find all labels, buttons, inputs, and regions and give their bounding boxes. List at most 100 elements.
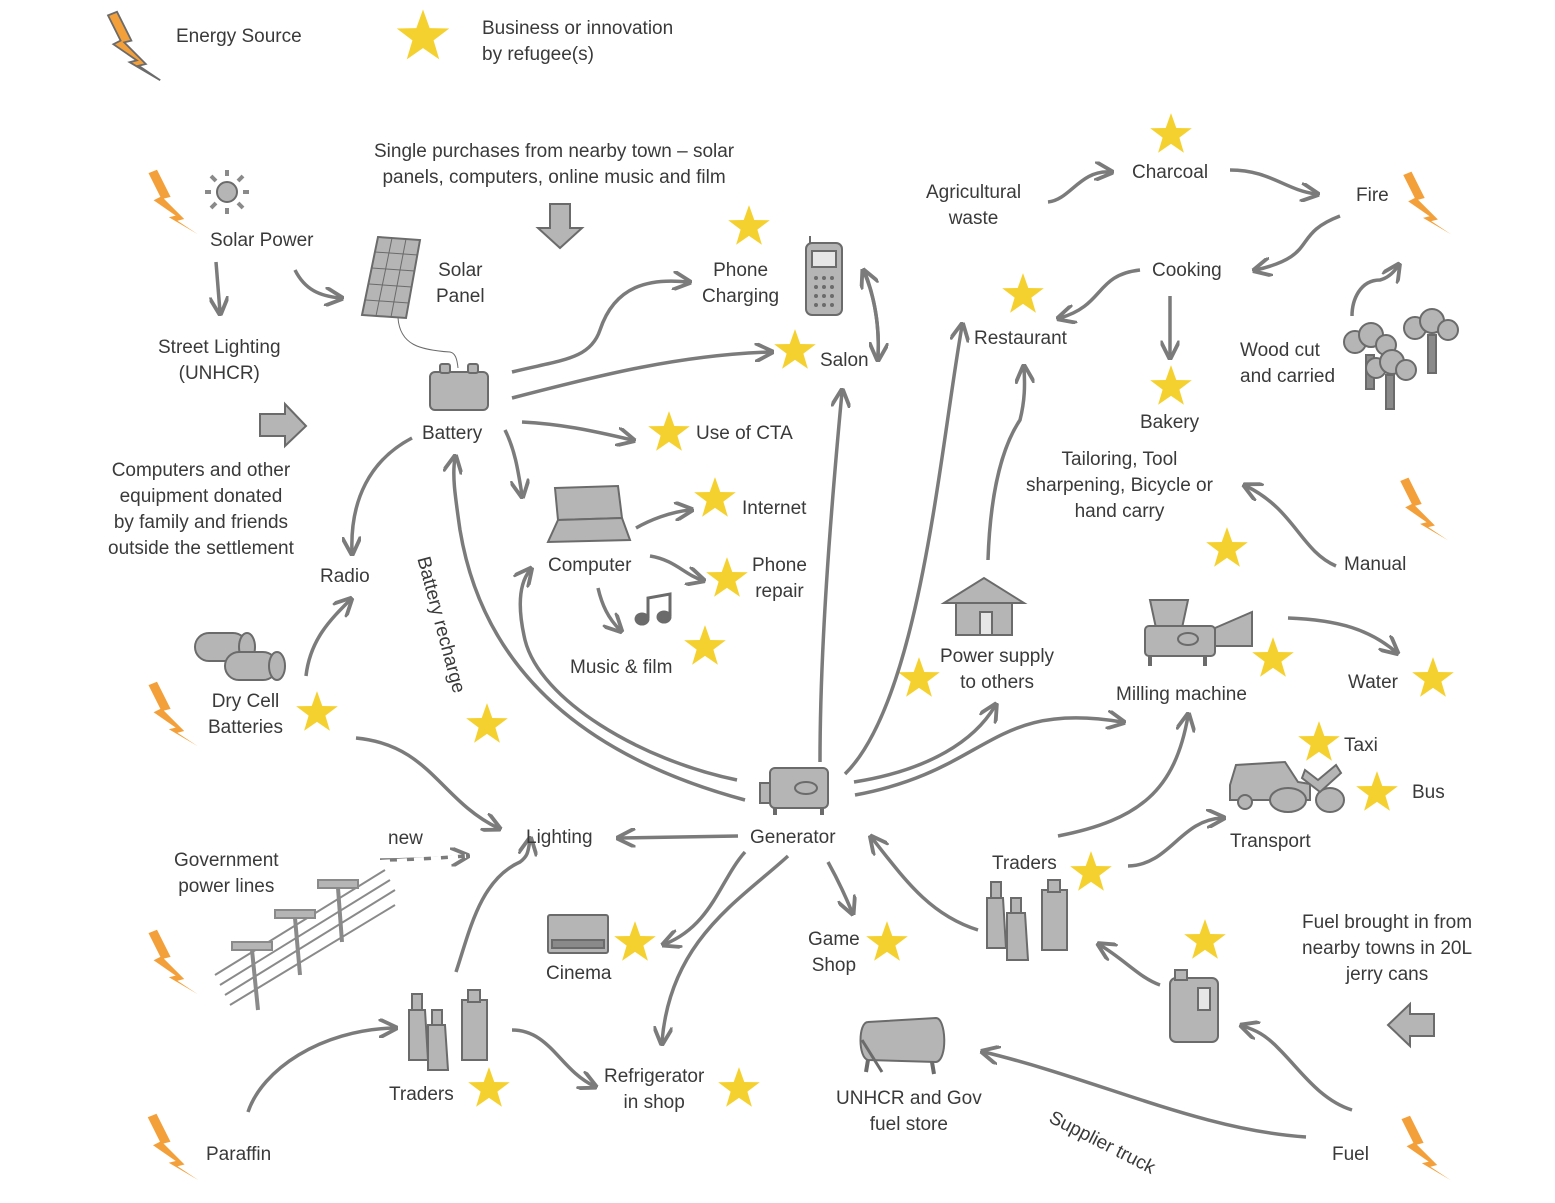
star-icon: [1252, 637, 1294, 677]
star-icon: [706, 557, 748, 597]
star-icon: [774, 329, 816, 369]
legend-business: Business or innovation by refugee(s): [482, 18, 674, 65]
fuel-brought-label: Fuel brought in from nearby towns in 20L…: [1302, 912, 1473, 985]
dashed-arrow-mask: [379, 854, 467, 864]
car-icon: [1229, 760, 1345, 813]
water-label: Water: [1348, 672, 1398, 693]
star-icon: [468, 1067, 510, 1107]
flow-arrows: [216, 170, 1398, 1139]
solar-power-label: Solar Power: [210, 230, 314, 251]
right-arrow-icon: [259, 401, 308, 449]
star-icon: [1356, 771, 1398, 811]
radio-label: Radio: [320, 566, 370, 587]
dry-cell-label: Dry Cell Batteries: [208, 691, 283, 738]
lightning-bolt-icon: [147, 1113, 199, 1181]
lightning-bolt-icon: [148, 681, 198, 747]
transport-label: Transport: [1230, 831, 1311, 852]
new-label: new: [388, 828, 423, 849]
lighting-label: Lighting: [526, 827, 593, 848]
milling-machine-label: Milling machine: [1116, 684, 1247, 705]
taxi-label: Taxi: [1344, 735, 1378, 756]
star-icon: [1150, 113, 1192, 153]
bus-label: Bus: [1412, 782, 1445, 803]
battery-icon: [429, 363, 489, 411]
star-icon: [898, 657, 940, 697]
down-arrow-icon: [535, 203, 585, 250]
cinema-label: Cinema: [546, 963, 612, 984]
fuel-tank-icon: [859, 1016, 946, 1075]
left-arrow-icon: [1386, 1001, 1435, 1049]
street-lighting-label: Street Lighting (UNHCR): [158, 337, 281, 384]
agricultural-waste-label: Agricultural waste: [926, 182, 1022, 229]
jerry-can-icon: [986, 879, 1068, 961]
star-icon: [396, 9, 450, 60]
traders-left-label: Traders: [389, 1084, 454, 1105]
music-film-label: Music & film: [570, 657, 673, 678]
power-pylon-icon: [214, 869, 396, 1011]
star-icon: [614, 921, 656, 961]
government-power-lines-label: Government power lines: [174, 850, 279, 897]
generator-label: Generator: [750, 827, 836, 848]
lightning-bolt-icon: [1400, 477, 1449, 541]
lightning-bolt-icon: [106, 10, 162, 82]
jerry-can-icon: [1169, 969, 1219, 1043]
star-icon: [1298, 721, 1340, 761]
salon-label: Salon: [820, 350, 869, 371]
laptop-icon: [546, 484, 632, 544]
computer-label: Computer: [548, 555, 632, 576]
lightning-bolt-icon: [1403, 171, 1452, 235]
star-icon: [1412, 657, 1454, 697]
star-icon: [1002, 273, 1044, 313]
fuel-label: Fuel: [1332, 1144, 1369, 1165]
single-purchases-label: Single purchases from nearby town – sola…: [374, 141, 735, 188]
battery-label: Battery: [422, 423, 483, 444]
star-icon: [648, 411, 690, 451]
lightning-bolt-icon: [148, 169, 198, 235]
phone-salon-link: [864, 272, 881, 357]
star-icon: [296, 691, 338, 731]
restaurant-label: Restaurant: [974, 328, 1067, 349]
computers-donated-label: Computers and other equipment donated by…: [108, 460, 294, 559]
star-icon: [1206, 527, 1248, 567]
charcoal-label: Charcoal: [1132, 162, 1209, 183]
traders-right-label: Traders: [992, 853, 1057, 874]
cooking-label: Cooking: [1152, 260, 1222, 281]
manual-label: Manual: [1344, 554, 1407, 575]
star-icon: [1070, 851, 1112, 891]
music-note-icon: [634, 592, 672, 626]
star-icon: [1150, 365, 1192, 405]
house-icon: [940, 576, 1028, 636]
use-of-cta-label: Use of CTA: [696, 423, 793, 444]
solar-panel-label: Solar Panel: [436, 260, 485, 307]
star-icon: [728, 205, 770, 245]
fire-label: Fire: [1356, 185, 1389, 206]
wood-cut-label: Wood cut and carried: [1240, 340, 1336, 387]
lightning-bolt-icon: [148, 929, 198, 995]
star-icon: [694, 477, 736, 517]
refrigerator-label: Refrigerator in shop: [604, 1066, 705, 1113]
legend-energy-source: Energy Source: [176, 26, 302, 47]
phone-charging-label: Phone Charging: [702, 260, 780, 307]
generator-icon: [759, 767, 829, 815]
star-icon: [866, 921, 908, 961]
dry-cell-battery-icon: [194, 632, 286, 681]
power-supply-label: Power supply to others: [940, 646, 1055, 693]
paraffin-label: Paraffin: [206, 1144, 272, 1165]
tree-icon: [1343, 308, 1459, 410]
star-icon: [466, 703, 508, 743]
sun-icon: [205, 170, 249, 214]
internet-label: Internet: [742, 498, 807, 519]
milling-machine-icon: [1144, 599, 1253, 666]
bakery-label: Bakery: [1140, 412, 1200, 433]
star-icon: [684, 625, 726, 665]
tailoring-label: Tailoring, Tool sharpening, Bicycle or h…: [1026, 449, 1213, 522]
star-icon: [718, 1067, 760, 1107]
jerry-can-icon: [408, 989, 488, 1071]
game-shop-label: Game Shop: [808, 929, 860, 976]
lightning-bolt-icon: [1401, 1115, 1451, 1181]
cinema-icon: [547, 914, 609, 954]
solar-panel-icon: [360, 235, 459, 369]
mobile-phone-icon: [805, 236, 843, 316]
